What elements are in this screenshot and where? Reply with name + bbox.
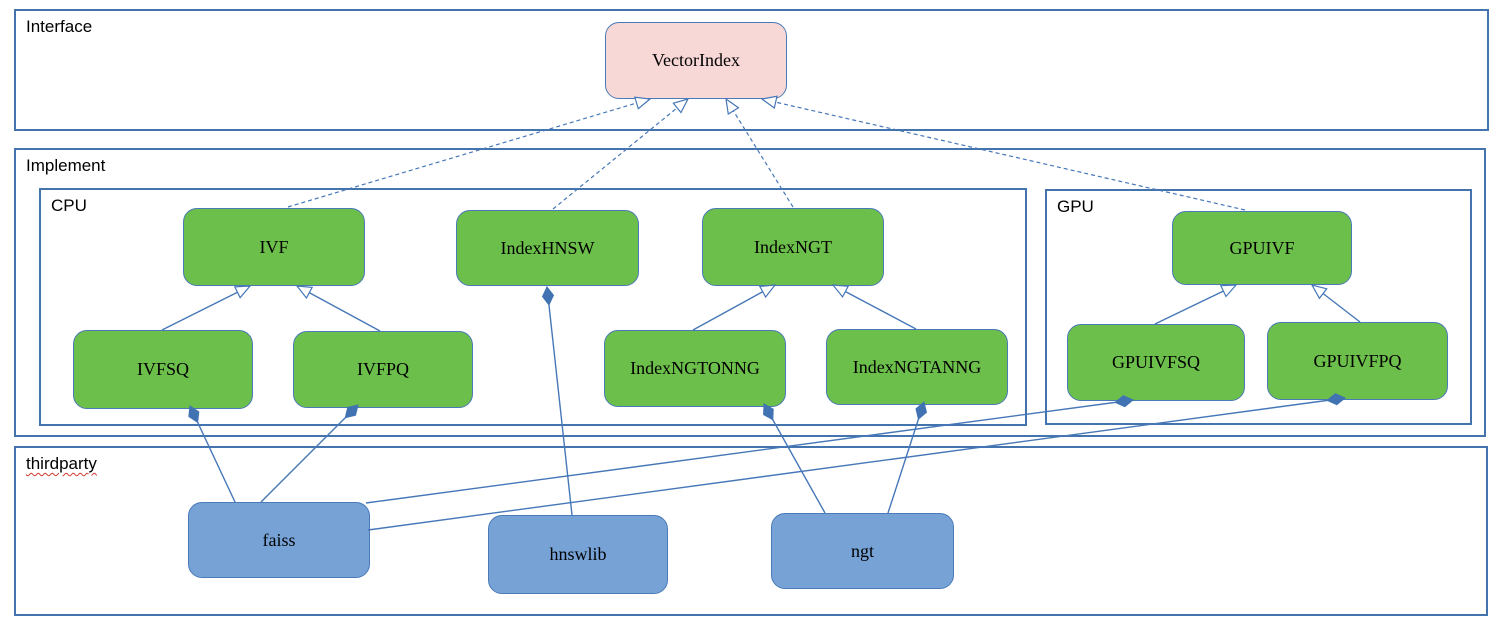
container-thirdparty-label: thirdparty [26,454,97,473]
node-hnswlib[interactable]: hnswlib [488,515,668,594]
node-indexngt[interactable]: IndexNGT [702,208,884,286]
node-gpuivf[interactable]: GPUIVF [1172,211,1352,285]
container-gpu-label: GPU [1057,197,1094,216]
node-ivf[interactable]: IVF [183,208,365,286]
node-vectorindex[interactable]: VectorIndex [605,22,787,99]
node-indexngtanng[interactable]: IndexNGTANNG [826,329,1008,405]
node-indexngtonng[interactable]: IndexNGTONNG [604,330,786,407]
node-indexhnsw[interactable]: IndexHNSW [456,210,639,286]
container-cpu-label: CPU [51,196,87,215]
node-ngt[interactable]: ngt [771,513,954,589]
node-ivfsq[interactable]: IVFSQ [73,330,253,409]
container-implement-label: Implement [26,156,106,175]
node-gpuivfsq[interactable]: GPUIVFSQ [1067,324,1245,401]
container-interface-label: Interface [26,17,93,36]
node-faiss[interactable]: faiss [188,502,370,578]
node-ivfpq[interactable]: IVFPQ [293,331,473,408]
node-gpuivfpq[interactable]: GPUIVFPQ [1267,322,1448,400]
